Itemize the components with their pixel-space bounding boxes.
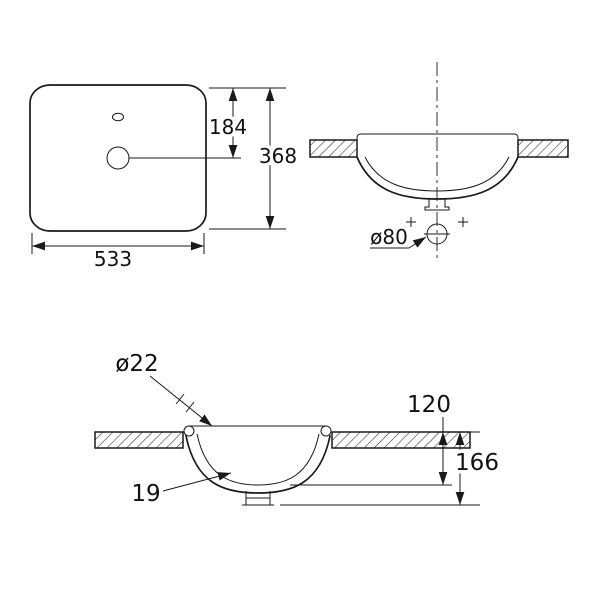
dimension-166: 166 bbox=[280, 431, 502, 506]
cross-section-view: ø22 19 120 166 bbox=[94, 348, 502, 511]
bowl-inner-side bbox=[364, 156, 510, 192]
dim-label-120: 120 bbox=[407, 392, 451, 418]
dim-label-533: 533 bbox=[94, 247, 132, 271]
dim-label-368: 368 bbox=[259, 144, 297, 168]
drain-stub-side bbox=[424, 198, 450, 211]
dimension-184: 184 bbox=[205, 88, 251, 158]
callout-arrow bbox=[408, 236, 427, 249]
callout-leader-19 bbox=[162, 472, 232, 492]
bowl-inner-section bbox=[196, 433, 320, 486]
drain-section bbox=[242, 491, 274, 506]
dim-label-o80: ø80 bbox=[370, 225, 408, 249]
dimension-533: 533 bbox=[31, 233, 205, 275]
countertop-right-section bbox=[331, 431, 471, 449]
callout-leader-o22 bbox=[149, 375, 213, 427]
dimension-368: 368 bbox=[255, 88, 301, 229]
countertop-right bbox=[517, 139, 569, 158]
countertop-left-section bbox=[94, 431, 184, 449]
bowl-outer-side bbox=[356, 156, 519, 200]
leader-tick-1 bbox=[175, 393, 185, 405]
callout-19: 19 bbox=[128, 472, 232, 511]
side-section-view: ø80 bbox=[309, 62, 569, 258]
rim-bead-right bbox=[320, 425, 332, 437]
dim-label-19: 19 bbox=[131, 481, 160, 507]
registration-mark-right bbox=[458, 217, 468, 227]
rim-bead-left bbox=[183, 425, 195, 437]
overflow-hole bbox=[112, 112, 124, 122]
callout-o80: ø80 bbox=[367, 222, 427, 253]
top-view: 184 368 533 bbox=[29, 84, 301, 275]
dimension-120: 120 bbox=[290, 389, 454, 486]
bowl-outer-section bbox=[185, 435, 331, 494]
callout-o22: ø22 bbox=[112, 348, 213, 427]
dim-label-166: 166 bbox=[455, 450, 499, 476]
registration-mark-left bbox=[406, 217, 416, 227]
basin-rim-side bbox=[356, 133, 519, 157]
dim-label-o22: ø22 bbox=[115, 351, 158, 377]
leader-tick-2 bbox=[185, 401, 195, 413]
dim-label-184: 184 bbox=[209, 115, 247, 139]
drain-hole-plan bbox=[106, 146, 130, 170]
countertop-left bbox=[309, 139, 358, 158]
